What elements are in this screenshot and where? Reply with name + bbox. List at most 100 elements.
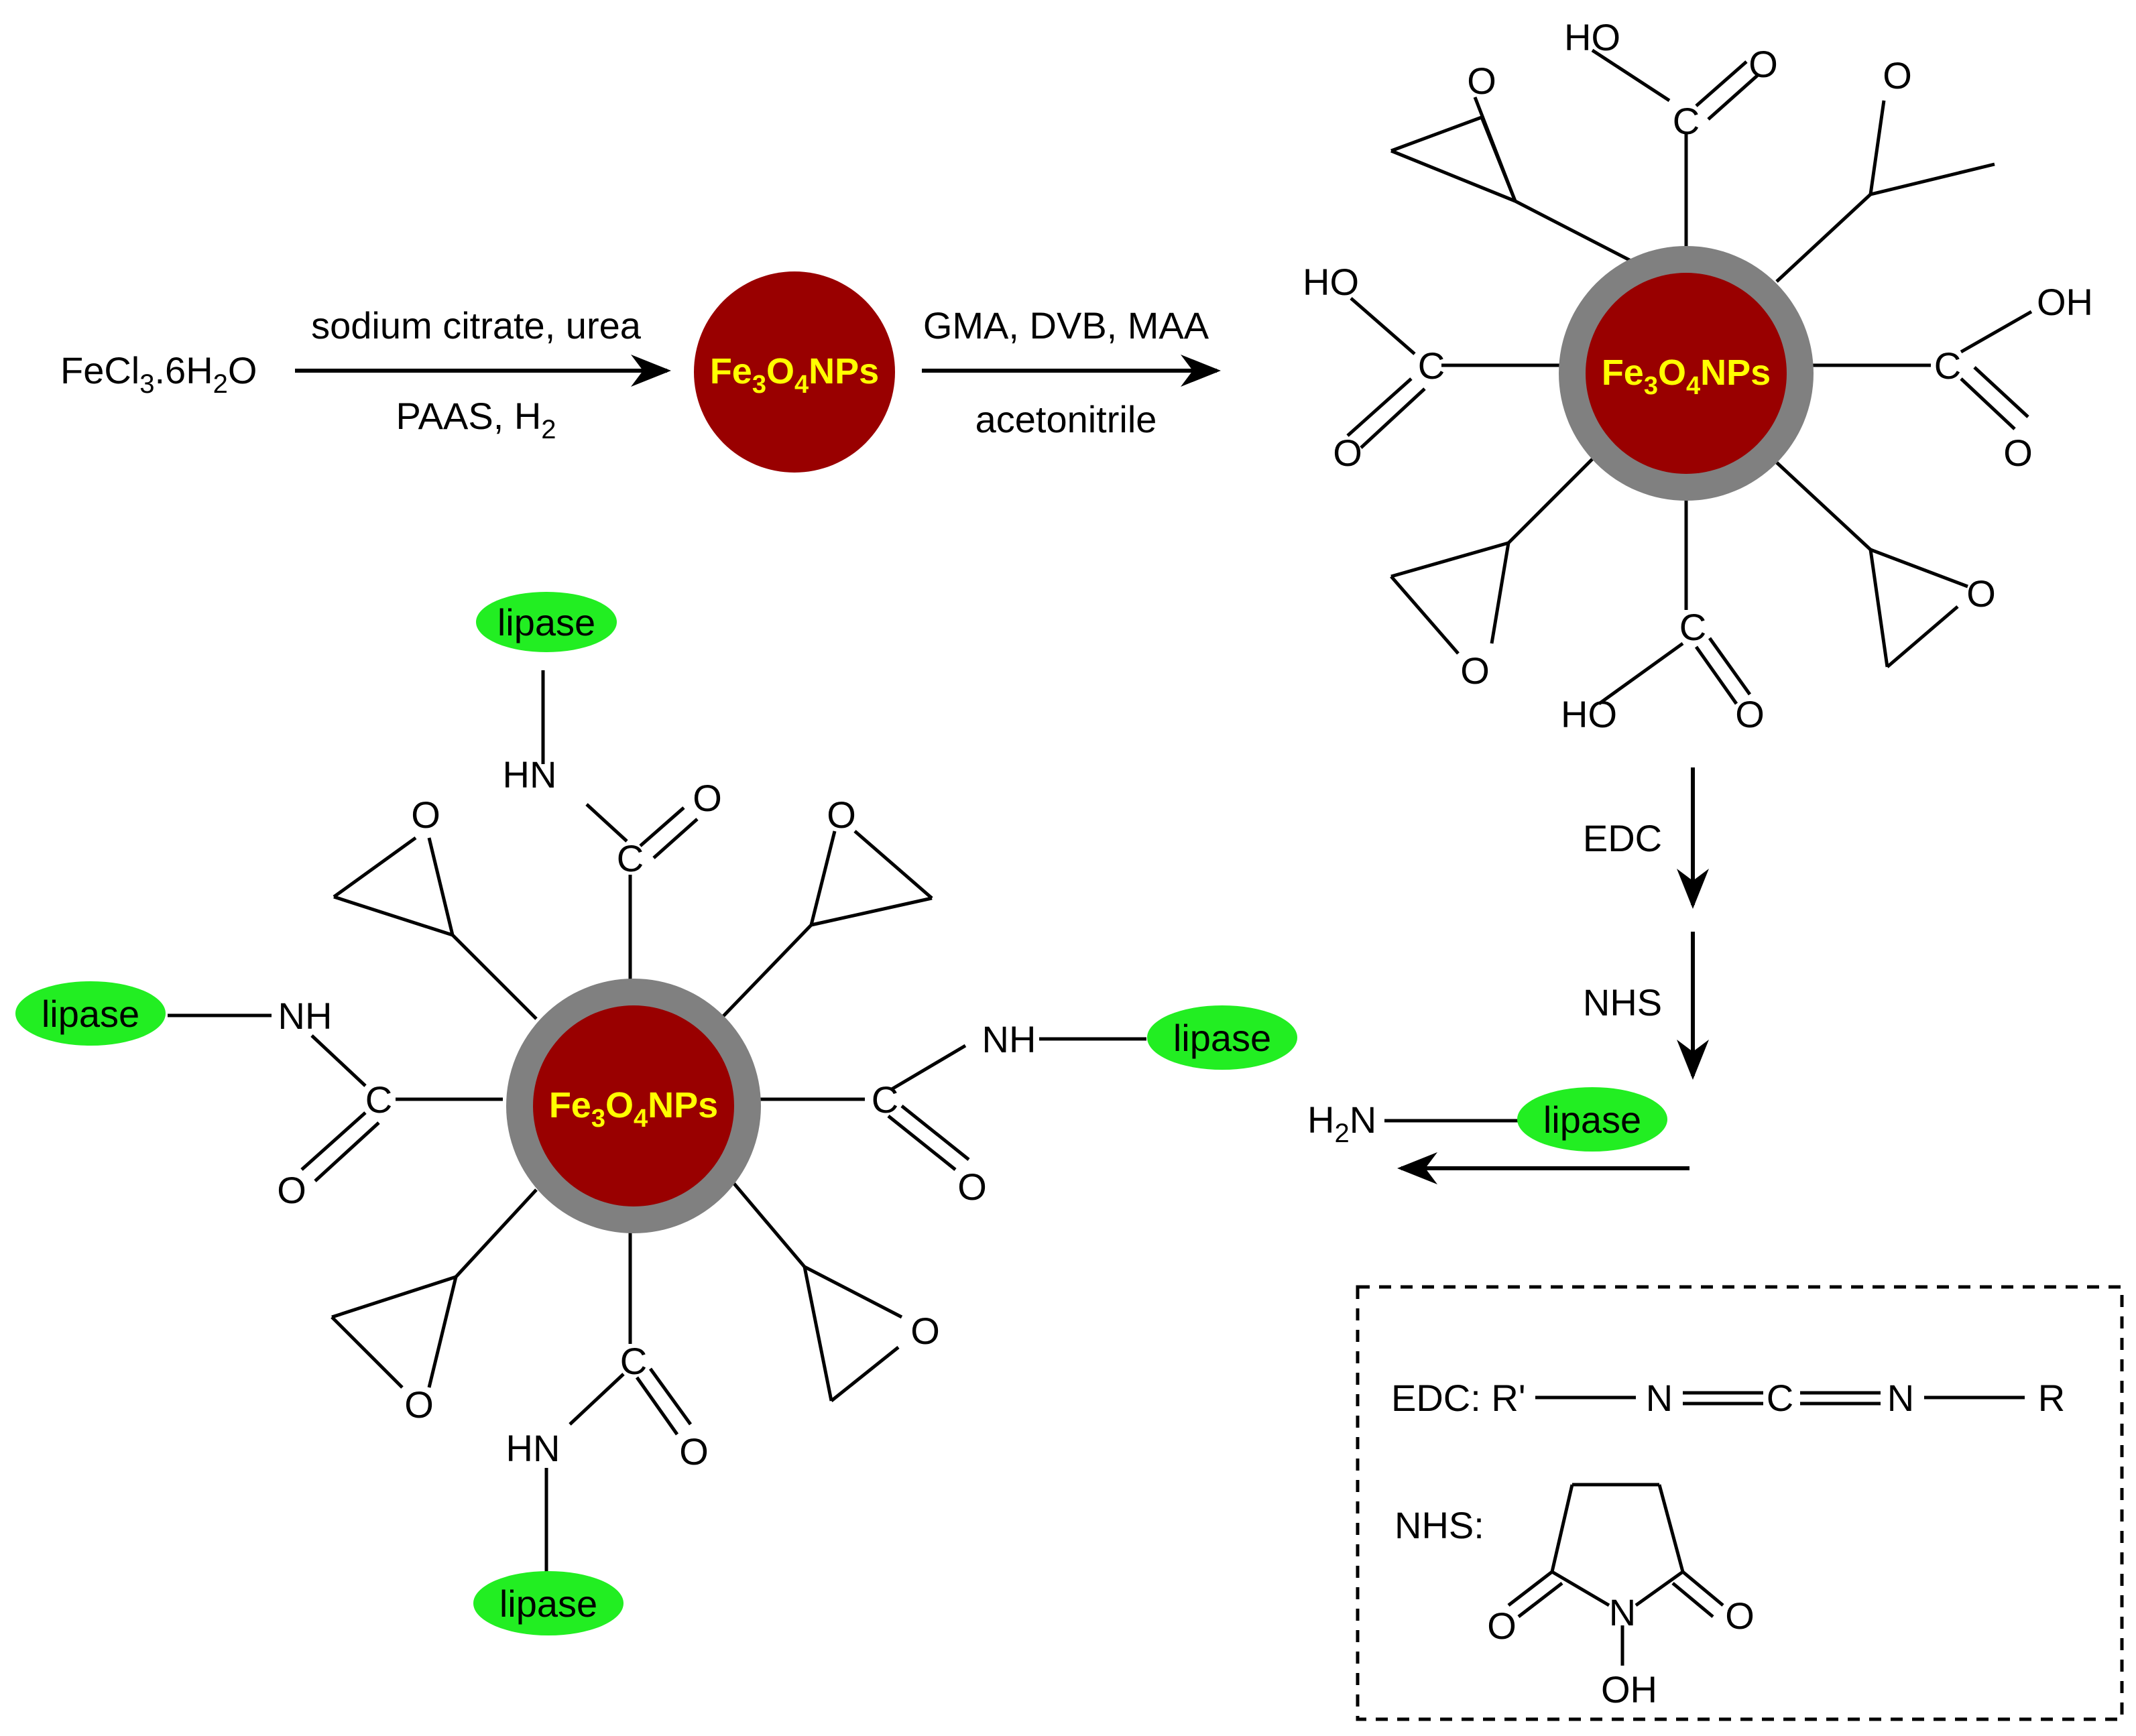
reactant-part: O	[228, 349, 257, 391]
epoxide-oxygen: O	[404, 1383, 434, 1426]
legend-n: N	[1646, 1377, 1673, 1419]
nanoparticle-label: Fe3O4NPs	[549, 1085, 718, 1133]
step2: GMA, DVB, MAA acetonitrile	[922, 304, 1221, 440]
epoxide-oxygen: O	[910, 1310, 940, 1352]
amide-carbon: C	[620, 1340, 647, 1382]
nanoparticle-core	[533, 1005, 734, 1206]
immobilized-labels: lipase lipase lipase lipase HN C O NH C …	[42, 601, 1271, 1625]
lipase-enzyme	[1147, 1005, 1297, 1070]
amide-nh: HN	[506, 1427, 560, 1469]
amide-carbon: C	[365, 1078, 392, 1121]
np-label-part: NPs	[809, 351, 879, 391]
np-label-sub: 4	[634, 1105, 648, 1133]
amide-carbon: C	[617, 837, 644, 879]
lipase-enzyme	[15, 981, 166, 1046]
amine-subscript: 2	[1334, 1119, 1349, 1148]
amide-oxygen: O	[957, 1166, 987, 1208]
reactant-subscript: 3	[139, 369, 154, 399]
np-label-sub: 4	[1686, 372, 1700, 400]
epoxide-oxygen: O	[1883, 54, 1912, 97]
carboxyl-carbon: C	[1673, 100, 1700, 142]
np-label-part: O	[766, 351, 794, 391]
functionalized-labels: HO C O HO C O OH C O HO C O O O O O	[1303, 16, 2093, 735]
epoxide-oxygen: O	[1467, 60, 1496, 102]
nhs-o: O	[1487, 1605, 1517, 1647]
lipase-enzyme	[1517, 1087, 1667, 1152]
condition-subscript: 2	[541, 415, 556, 444]
np-label-part: O	[605, 1085, 634, 1125]
step2-condition-above: GMA, DVB, MAA	[923, 304, 1209, 347]
carboxyl-hydroxyl: HO	[1564, 16, 1620, 58]
condition-part: PAAS, H	[396, 395, 541, 437]
amine-part: N	[1350, 1099, 1376, 1141]
carboxyl-hydroxyl: OH	[2037, 281, 2093, 323]
nanoparticle-label: Fe3O4NPs	[1602, 353, 1771, 400]
carboxyl-hydroxyl: HO	[1303, 261, 1359, 303]
carboxyl-hydroxyl: HO	[1561, 693, 1617, 735]
step1-condition-below: PAAS, H2	[396, 395, 556, 444]
epoxide-oxygen: O	[1460, 649, 1490, 692]
lipase-label: lipase	[497, 601, 595, 643]
amide-carbon: C	[872, 1078, 898, 1121]
np-label-part: NPs	[1700, 353, 1771, 393]
lipase-amine: H2N	[1307, 1099, 1376, 1148]
nhs-o: O	[1725, 1595, 1755, 1637]
step2-condition-below: acetonitrile	[975, 398, 1157, 440]
legend-n: N	[1887, 1377, 1914, 1419]
amide-oxygen: O	[693, 777, 722, 819]
epoxide-oxygen: O	[1966, 572, 1996, 615]
carboxyl-oxygen: O	[2003, 432, 2033, 474]
np-label-sub: 3	[1644, 372, 1658, 400]
reagent-nhs: NHS	[1583, 981, 1662, 1024]
np-label-sub: 3	[591, 1105, 605, 1133]
reagent-edc: EDC	[1583, 817, 1662, 859]
lipase-label: lipase	[42, 993, 139, 1035]
functionalized-nanoparticle-sphere: Fe3O4NPs	[1559, 246, 1814, 501]
legend-nhs-label: NHS:	[1395, 1504, 1484, 1546]
step3: EDC NHS H2N lipase	[1307, 767, 1709, 1184]
epoxide-oxygen: O	[411, 794, 440, 836]
step1-condition-above: sodium citrate, urea	[311, 304, 642, 347]
reagent-legend: EDC: R' N C N R NHS: N O O OH	[1356, 1285, 2124, 1721]
np-label-sub: 3	[752, 371, 766, 399]
amide-nh: HN	[503, 753, 557, 796]
functionalized-nanoparticle	[1346, 48, 2033, 706]
amide-nh: NH	[982, 1018, 1036, 1060]
lipase-label: lipase	[1543, 1099, 1641, 1141]
amide-oxygen: O	[679, 1430, 709, 1473]
carboxyl-oxygen: O	[1333, 432, 1362, 474]
epoxide-oxygen: O	[827, 794, 856, 836]
legend-frame	[1356, 1285, 2124, 1721]
legend-r-prime: R'	[1491, 1377, 1525, 1419]
lipase-enzymes	[15, 981, 1297, 1635]
amine-part: H	[1307, 1099, 1334, 1141]
np-label-part: O	[1658, 353, 1686, 393]
reactant-fecl3: FeCl3.6H2O	[60, 349, 257, 399]
np-label-sub: 4	[794, 371, 809, 399]
np-label-part: Fe	[710, 351, 752, 391]
nhs-oh: OH	[1601, 1668, 1657, 1711]
np-label-part: Fe	[549, 1085, 591, 1125]
amide-oxygen: O	[277, 1169, 306, 1211]
legend-c: C	[1767, 1377, 1793, 1419]
amide-nh: NH	[278, 995, 333, 1037]
carboxyl-carbon: C	[1934, 345, 1961, 387]
reactant-part: FeCl	[60, 349, 139, 391]
carboxyl-carbon: C	[1679, 606, 1706, 648]
lipase-label: lipase	[1173, 1017, 1271, 1059]
reactant-part: .6H	[154, 349, 213, 391]
nhs-n: N	[1609, 1591, 1636, 1633]
step1: FeCl3.6H2O sodium citrate, urea PAAS, H2	[60, 304, 671, 444]
carboxyl-oxygen: O	[1735, 693, 1765, 735]
nanoparticle-core	[694, 271, 895, 473]
np-label-part: NPs	[648, 1085, 718, 1125]
legend-edc-label: EDC:	[1391, 1377, 1481, 1419]
nanoparticle-core	[1586, 273, 1787, 474]
nhs-structure	[1507, 1483, 1724, 1666]
immobilized-nanoparticle-bonds	[168, 592, 1146, 1572]
immobilized-nanoparticle-sphere: Fe3O4NPs	[506, 979, 761, 1233]
carboxyl-oxygen: O	[1748, 43, 1778, 85]
reactant-subscript: 2	[213, 369, 228, 399]
lipase-label: lipase	[499, 1583, 597, 1625]
